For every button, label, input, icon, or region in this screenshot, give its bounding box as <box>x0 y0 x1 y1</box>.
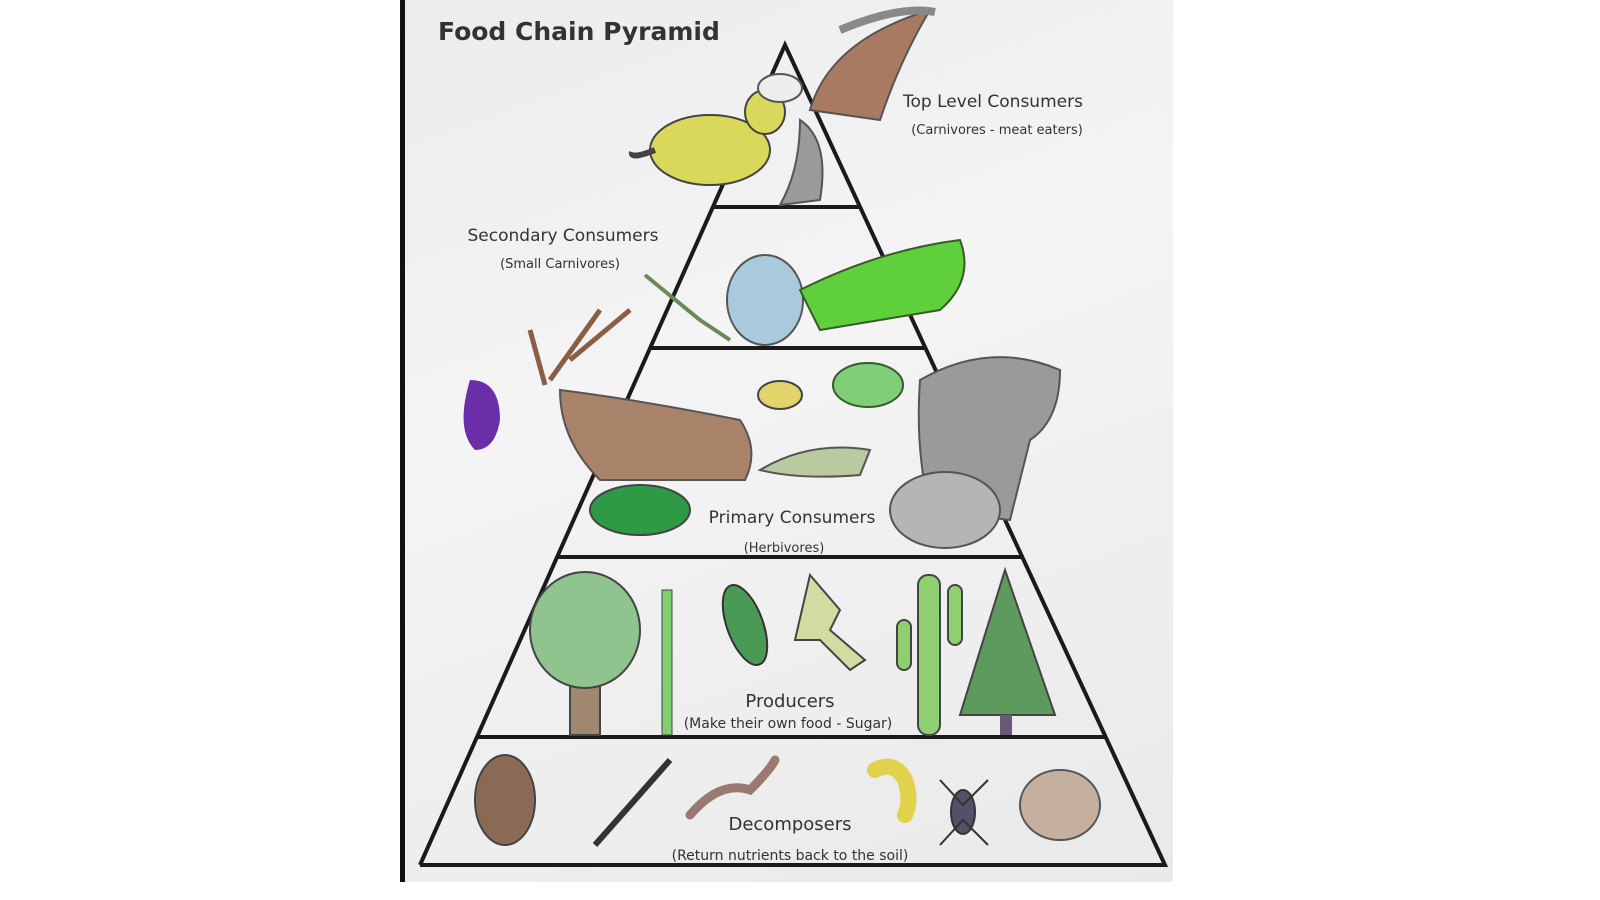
tier-desc-top-consumers: (Carnivores - meat eaters) <box>911 123 1083 138</box>
tier-label-primary-consumers: Primary Consumers <box>709 508 876 528</box>
duck-drawing <box>589 484 691 536</box>
elk-drawing <box>527 308 753 481</box>
iguana-drawing <box>798 238 966 332</box>
cactus-drawing <box>896 574 963 736</box>
tier-desc-producers: (Make their own food - Sugar) <box>684 716 893 732</box>
grub-drawing <box>474 754 536 846</box>
tier-desc-decomposers: (Return nutrients back to the soil) <box>672 848 909 864</box>
bee-drawing <box>757 380 803 410</box>
grasshopper-drawing <box>757 446 872 478</box>
tier-desc-secondary-consumers: (Small Carnivores) <box>500 257 620 272</box>
oak-tree-drawing <box>529 571 641 736</box>
tier-label-secondary-consumers: Secondary Consumers <box>468 226 659 246</box>
tier-label-producers: Producers <box>745 691 834 712</box>
mantis-drawing <box>643 273 732 342</box>
eagle-drawing <box>757 6 936 207</box>
purple-scribble <box>463 380 500 450</box>
snake-drawing <box>726 254 804 346</box>
centipede-drawing <box>592 758 673 847</box>
oak-leaf-drawing <box>793 572 867 672</box>
leaf-drawing <box>721 584 769 666</box>
beetle-larva-drawing <box>1019 769 1101 841</box>
cheetah-drawing <box>628 89 786 186</box>
tier-desc-primary-consumers: (Herbivores) <box>744 541 825 556</box>
pine-tree-drawing <box>958 566 1057 735</box>
mealworm-drawing <box>867 758 917 823</box>
tier-label-decomposers: Decomposers <box>728 814 851 835</box>
rabbit-drawing <box>889 471 1001 549</box>
bamboo-drawing <box>661 589 673 736</box>
tier-label-top-consumers: Top Level Consumers <box>902 92 1083 112</box>
spider-drawing <box>939 779 989 846</box>
frog-drawing <box>832 362 904 408</box>
page-title: Food Chain Pyramid <box>438 17 720 46</box>
earthworm-drawing <box>685 755 780 820</box>
